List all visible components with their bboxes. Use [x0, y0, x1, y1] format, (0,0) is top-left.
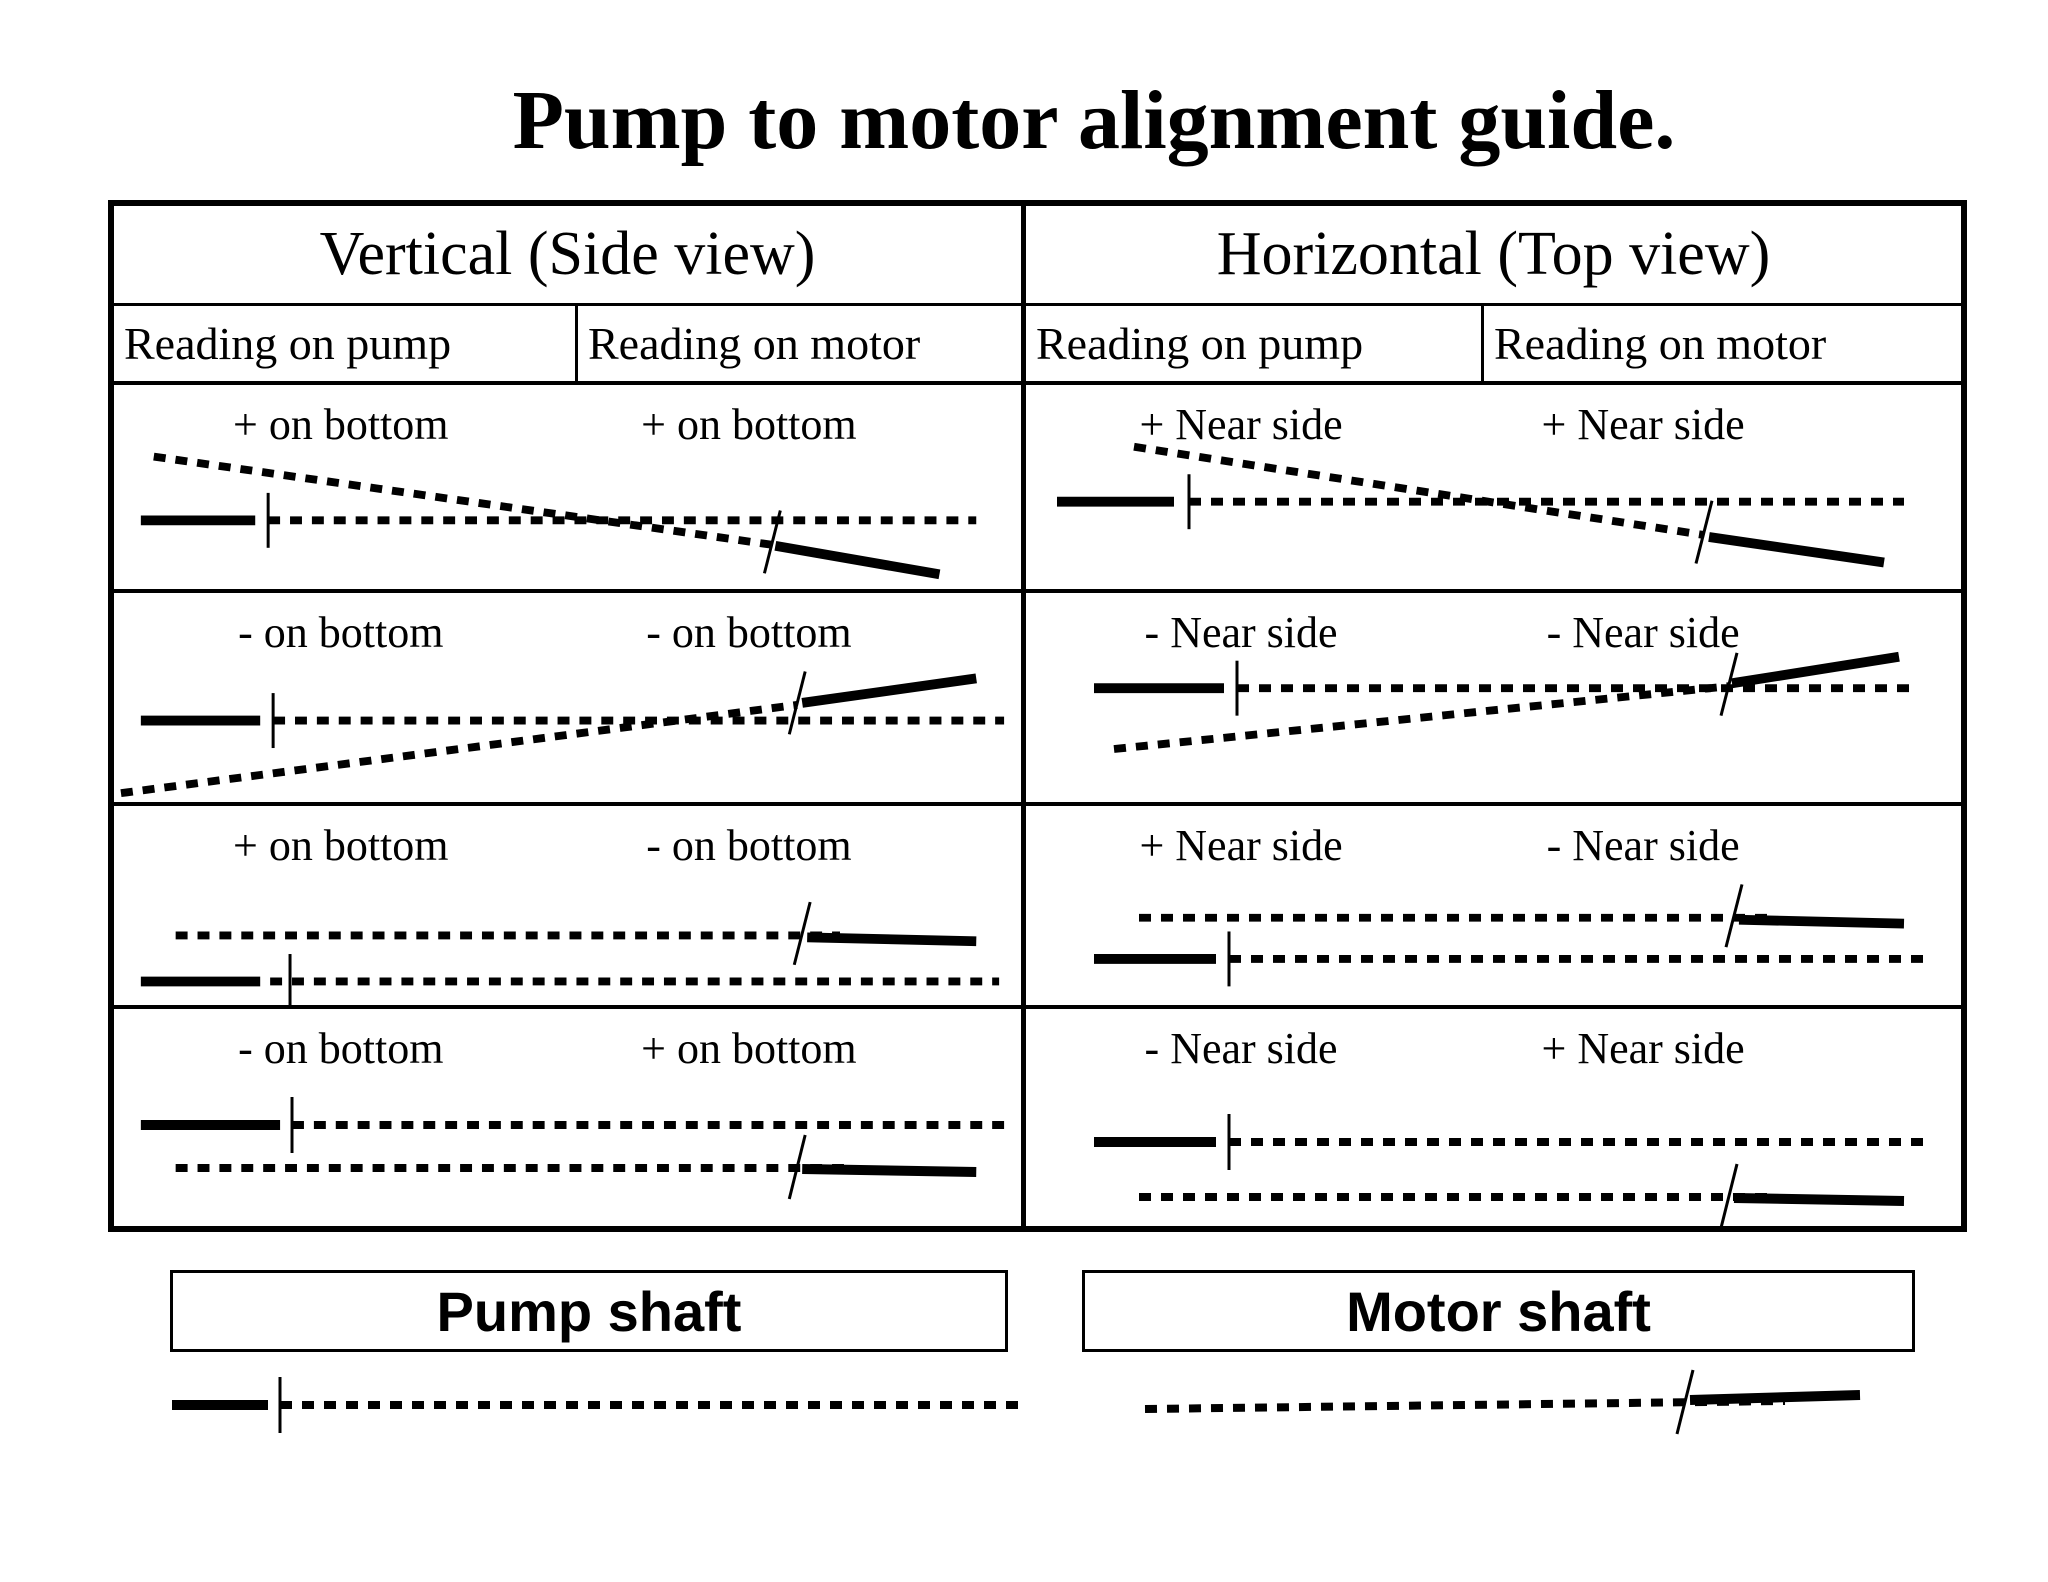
subheader-vertical-pump: Reading on pump [114, 306, 578, 385]
subheader-vertical-motor: Reading on motor [578, 306, 1026, 385]
shaft-alignment-diagram [140, 901, 1000, 1005]
motor-reading-label: + on bottom [641, 1024, 857, 1073]
pump-reading-label: - on bottom [238, 1024, 444, 1073]
shaft-alignment-diagram [140, 1097, 1005, 1200]
page-title: Pump to motor alignment guide. [512, 74, 1676, 167]
cell-horizontal-row4: - Near side + Near side [1026, 1009, 1961, 1226]
section-header-vertical-label: Vertical (Side view) [319, 220, 816, 288]
shaft-alignment-diagram [1094, 651, 1909, 753]
pump-shaft-legend-diagram [172, 1377, 1028, 1433]
cell-horizontal-row1: + Near side + Near side [1026, 385, 1961, 593]
subheader-horizontal-pump: Reading on pump [1026, 306, 1484, 385]
cell-vertical-row1: + on bottom + on bottom [114, 385, 1026, 593]
cell-vertical-row4: - on bottom + on bottom [114, 1009, 1026, 1226]
cell-vertical-row3: + on bottom - on bottom [114, 806, 1026, 1009]
motor-reading-label: - Near side [1546, 821, 1740, 870]
pump-shaft-legend-label: Pump shaft [436, 1279, 742, 1343]
pump-reading-label: + Near side [1139, 400, 1343, 449]
shaft-alignment-diagram [120, 671, 1005, 798]
pump-reading-label: - on bottom [238, 608, 444, 657]
shaft-alignment-diagram [1094, 884, 1931, 987]
pump-reading-label: + Near side [1139, 821, 1343, 870]
shaft-alignment-diagram [140, 452, 977, 580]
section-header-horizontal-label: Horizontal (Top view) [1216, 220, 1771, 288]
motor-reading-label: + Near side [1541, 400, 1745, 449]
motor-reading-label: + Near side [1541, 1024, 1745, 1073]
pump-reading-label: - Near side [1144, 608, 1338, 657]
section-header-horizontal: Horizontal (Top view) [1026, 206, 1961, 306]
motor-shaft-legend-box: Motor shaft [1082, 1270, 1915, 1352]
pump-shaft-legend-box: Pump shaft [170, 1270, 1008, 1352]
section-header-vertical: Vertical (Side view) [114, 206, 1026, 306]
motor-shaft-legend-label: Motor shaft [1346, 1279, 1651, 1343]
motor-reading-label: - on bottom [646, 821, 852, 870]
motor-reading-label: + on bottom [641, 400, 857, 449]
subheader-horizontal-motor: Reading on motor [1484, 306, 1961, 385]
cell-horizontal-row3: + Near side - Near side [1026, 806, 1961, 1009]
motor-shaft-legend-diagram [1144, 1369, 1861, 1435]
pump-reading-label: - Near side [1144, 1024, 1338, 1073]
motor-reading-label: - on bottom [646, 608, 852, 657]
alignment-table: Vertical (Side view) Horizontal (Top vie… [108, 200, 1967, 1232]
pump-reading-label: + on bottom [233, 400, 449, 449]
shaft-alignment-diagram [1094, 1114, 1931, 1226]
cell-horizontal-row2: - Near side - Near side [1026, 593, 1961, 806]
cell-vertical-row2: - on bottom - on bottom [114, 593, 1026, 806]
motor-reading-label: - Near side [1546, 608, 1740, 657]
shaft-alignment-diagram [1057, 442, 1904, 568]
pump-reading-label: + on bottom [233, 821, 449, 870]
